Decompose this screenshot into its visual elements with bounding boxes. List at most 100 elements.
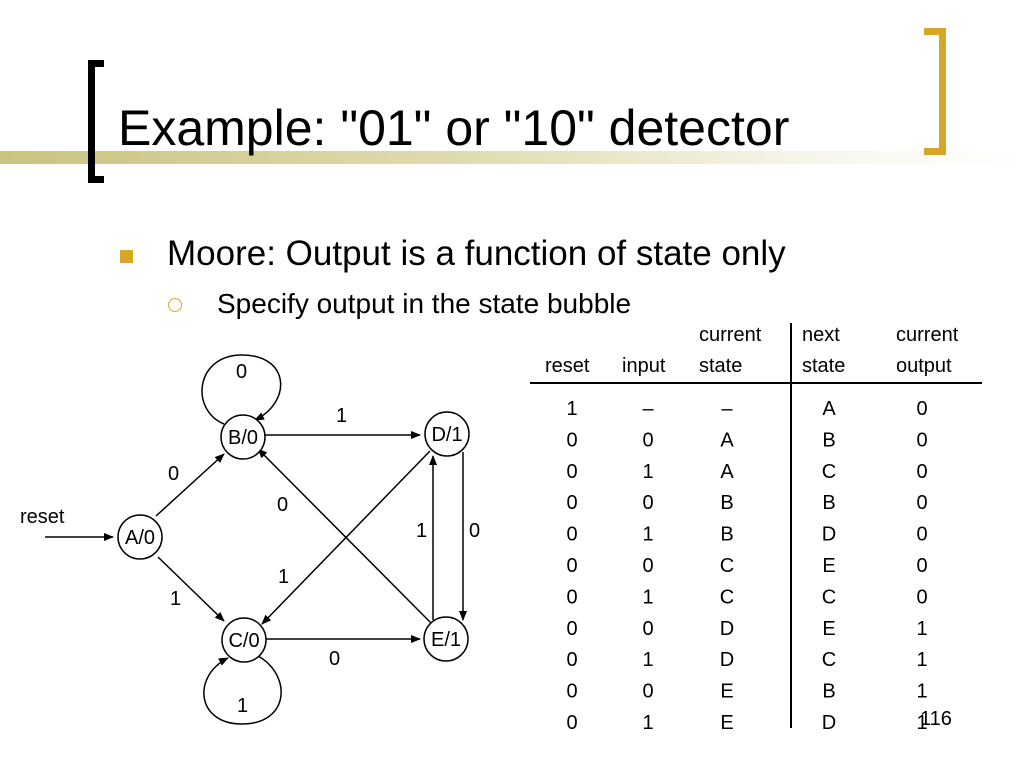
label-b-self: 0 <box>236 361 247 383</box>
table-cell: A <box>822 398 836 420</box>
state-a: A/0 <box>117 514 163 560</box>
edge-d-to-c <box>261 450 431 625</box>
edge-e-to-b <box>257 448 432 624</box>
edge-a-to-c <box>157 556 225 622</box>
table-cell: E <box>720 681 733 703</box>
state-d-label: D/1 <box>431 424 462 446</box>
table-cell: 0 <box>642 618 653 640</box>
state-e-label: E/1 <box>431 629 461 651</box>
table-cell: 0 <box>642 681 653 703</box>
title-bracket-right <box>924 28 946 155</box>
table-cell: E <box>822 618 835 640</box>
state-a-label: A/0 <box>125 527 155 549</box>
table-cell: D <box>822 712 836 734</box>
table-cell: 0 <box>916 461 927 483</box>
table-cell: B <box>822 681 835 703</box>
table-cell: B <box>822 492 835 514</box>
table-cell: 0 <box>566 555 577 577</box>
table-cell: B <box>720 492 733 514</box>
table-header-cell: output <box>896 355 952 377</box>
table-cell: 0 <box>916 429 927 451</box>
label-e-to-d: 1 <box>416 520 427 542</box>
square-bullet-icon <box>120 250 133 263</box>
table-header: reset input current state next state current ou… <box>545 324 959 377</box>
sub-bullet-output: Specify output in the state bubble <box>217 288 632 319</box>
state-e: E/1 <box>423 616 469 662</box>
table-cell: 0 <box>916 586 927 608</box>
table-header-cell: input <box>622 355 666 377</box>
label-e-to-b: 0 <box>277 494 288 516</box>
table-cell: D <box>822 524 836 546</box>
state-c: C/0 <box>221 617 267 663</box>
table-cell: 1 <box>916 712 927 734</box>
table-cell: C <box>822 586 836 608</box>
table-cell: 1 <box>566 398 577 420</box>
bullet-moore: Moore: Output is a function of state onl… <box>167 234 786 273</box>
table-cell: A <box>720 429 734 451</box>
table-cell: 0 <box>642 555 653 577</box>
label-d-to-c: 1 <box>278 566 289 588</box>
table-cell: D <box>720 618 734 640</box>
state-diagram: reset A/0 B/0 C/0 D/1 E/1 0 0 1 1 0 1 0 … <box>20 354 480 725</box>
table-cell: 1 <box>642 461 653 483</box>
table-cell: 1 <box>916 681 927 703</box>
table-cell: 0 <box>566 524 577 546</box>
table-cell: 0 <box>566 461 577 483</box>
page-number: 116 <box>920 708 952 730</box>
table-cell: 0 <box>916 555 927 577</box>
title-underline-bar <box>0 151 1024 164</box>
table-header-cell: state <box>802 355 845 377</box>
table-cell: 1 <box>916 618 927 640</box>
table-cell: B <box>720 524 733 546</box>
state-b-label: B/0 <box>228 427 258 449</box>
table-cell: 0 <box>916 398 927 420</box>
table-cell: B <box>822 429 835 451</box>
table-cell: 1 <box>642 524 653 546</box>
table-cell: C <box>720 586 734 608</box>
table-cell: 1 <box>642 586 653 608</box>
label-b-to-d: 1 <box>336 405 347 427</box>
table-cell: 0 <box>566 586 577 608</box>
table-header-cell: current <box>699 324 762 346</box>
slide-title: Example: "01" or "10" detector <box>118 100 790 156</box>
table-cell: C <box>822 649 836 671</box>
table-cell: C <box>720 555 734 577</box>
table-cell: 0 <box>566 681 577 703</box>
table-cell: 1 <box>642 712 653 734</box>
table-header-cell: current <box>896 324 959 346</box>
table-cell: 0 <box>566 429 577 451</box>
table-cell: 0 <box>566 618 577 640</box>
edge-c-self-loop <box>203 655 282 725</box>
state-b: B/0 <box>220 414 266 460</box>
circle-bullet-icon <box>168 298 182 312</box>
table-cell: E <box>822 555 835 577</box>
table-header-cell: reset <box>545 355 590 377</box>
label-c-self: 1 <box>237 695 248 717</box>
label-c-to-e: 0 <box>329 648 340 670</box>
title-bracket-left <box>88 60 104 183</box>
label-a-to-b: 0 <box>168 463 179 485</box>
table-cell: 0 <box>916 524 927 546</box>
state-d: D/1 <box>424 411 470 457</box>
edge-b-self-loop <box>201 354 282 425</box>
reset-label: reset <box>20 506 65 528</box>
table-cell: 0 <box>566 492 577 514</box>
table-cell: D <box>720 649 734 671</box>
label-d-to-e: 0 <box>469 520 480 542</box>
table-cell: – <box>642 398 654 420</box>
edge-a-to-b <box>155 453 225 517</box>
table-cell: 1 <box>642 649 653 671</box>
table-cell: E <box>720 712 733 734</box>
table-cell: 0 <box>642 429 653 451</box>
table-header-cell: state <box>699 355 742 377</box>
table-header-cell: next <box>802 324 840 346</box>
table-cell: C <box>822 461 836 483</box>
table-cell: A <box>720 461 734 483</box>
table-cell: 0 <box>566 649 577 671</box>
table-cell: 0 <box>642 492 653 514</box>
table-cell: – <box>721 398 733 420</box>
label-a-to-c: 1 <box>170 588 181 610</box>
table-cell: 0 <box>916 492 927 514</box>
